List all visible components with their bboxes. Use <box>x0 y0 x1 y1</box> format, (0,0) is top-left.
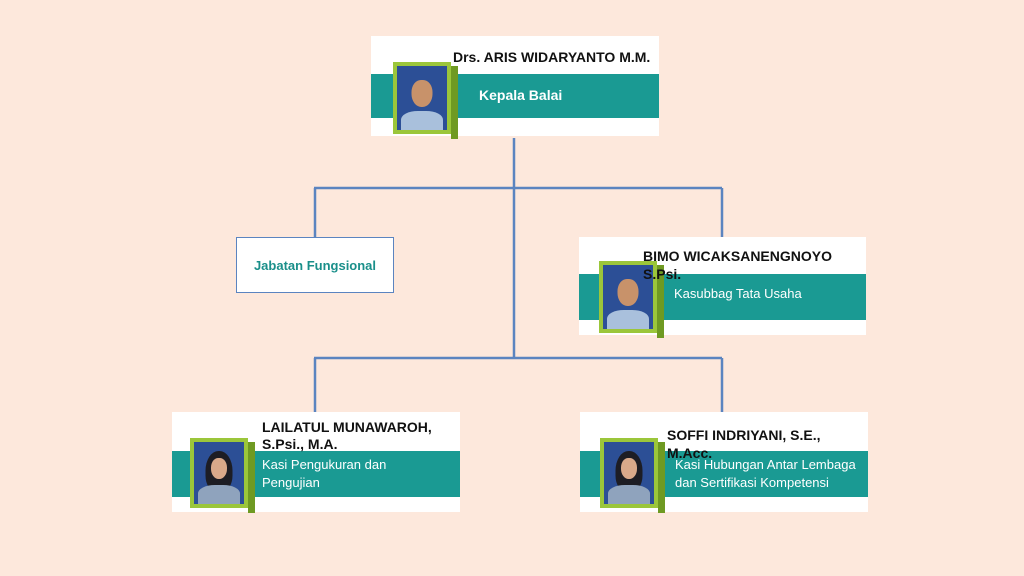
person-role: Kepala Balai <box>479 87 563 103</box>
photo-frame <box>190 438 255 513</box>
portrait-photo <box>397 66 447 130</box>
person-name: SOFFI INDRIYANI, S.E., M.Acc. <box>667 427 821 461</box>
portrait-photo <box>194 442 244 504</box>
person-name-line2: S.Psi., M.A. <box>262 436 338 452</box>
photo-frame <box>600 438 665 513</box>
person-role-line1: Kasi Hubungan Antar Lembaga <box>675 457 856 472</box>
card-kasi-pengukuran: LAILATUL MUNAWAROH, S.Psi., M.A. Kasi Pe… <box>172 412 460 513</box>
card-kasubbag-tata-usaha: BIMO WICAKSANENGNOYO S.Psi. Kasubbag Tat… <box>579 237 866 338</box>
person-name-line1: LAILATUL MUNAWAROH, <box>262 419 432 435</box>
person-role-line2: dan Sertifikasi Kompetensi <box>675 475 829 490</box>
person-role: Kasubbag Tata Usaha <box>674 286 802 301</box>
card-kasi-hubungan: SOFFI INDRIYANI, S.E., M.Acc. Kasi Hubun… <box>580 412 868 513</box>
person-role-line2: Pengujian <box>262 475 320 490</box>
person-name: Drs. ARIS WIDARYANTO M.M. <box>453 49 651 65</box>
photo-frame <box>599 261 664 338</box>
box-jabatan-fungsional: Jabatan Fungsional <box>236 237 394 293</box>
person-role-line1: Kasi Pengukuran dan <box>262 457 387 472</box>
person-name: BIMO WICAKSANENGNOYO S.Psi. <box>643 248 832 282</box>
portrait-photo <box>603 265 653 329</box>
photo-frame <box>393 62 458 139</box>
portrait-photo <box>604 442 654 504</box>
card-kepala-balai: Drs. ARIS WIDARYANTO M.M. Kepala Balai <box>371 36 659 139</box>
